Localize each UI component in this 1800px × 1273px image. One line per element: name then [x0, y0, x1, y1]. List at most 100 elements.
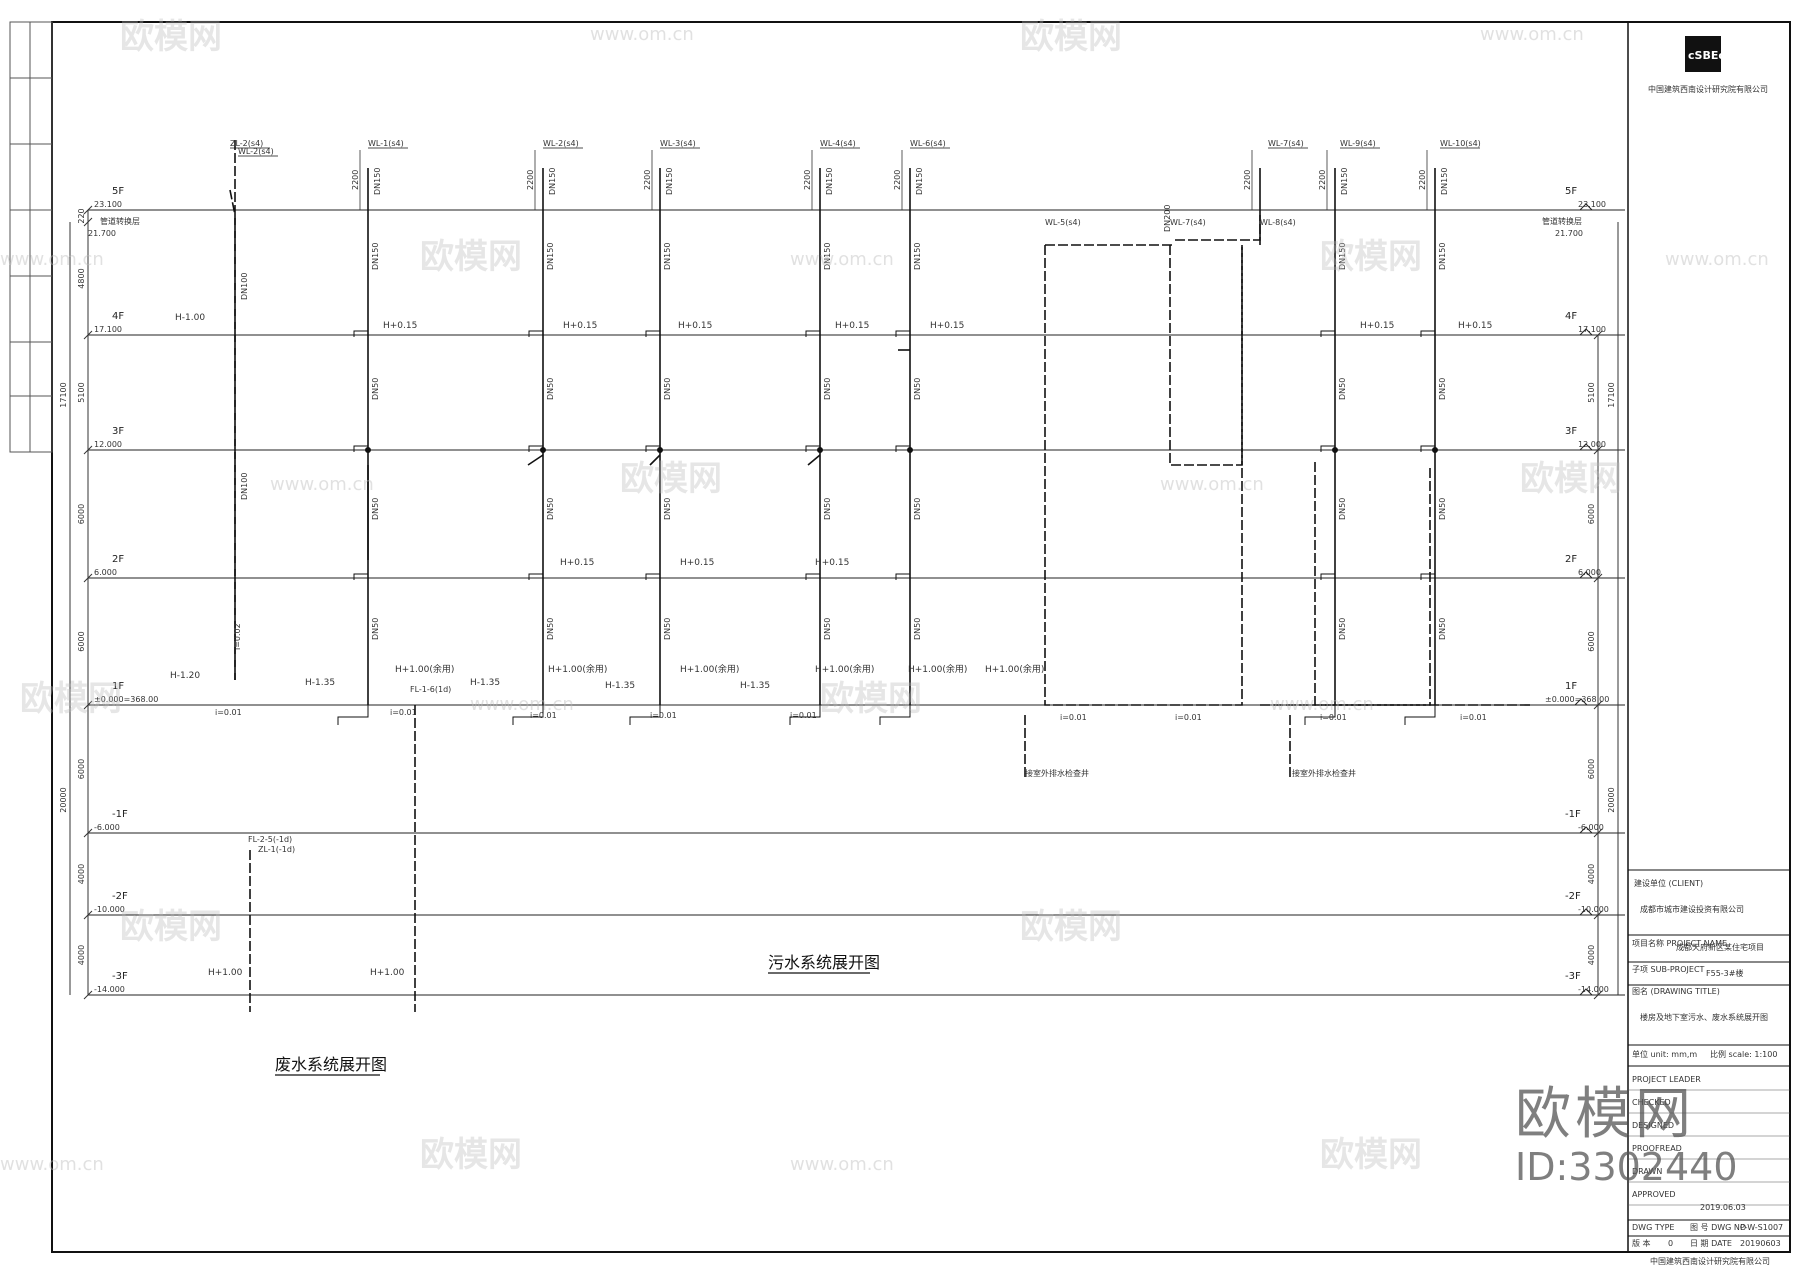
dn-label: DN150: [913, 243, 922, 270]
signature-rows: PROJECT LEADERCHECKEDDESIGNEDPROOFREADDR…: [1628, 1075, 1790, 1206]
dwg-no-value: P-W-S1007: [1740, 1223, 1783, 1232]
branch-stub: [645, 445, 660, 452]
url-watermark: www.om.cn: [590, 24, 694, 45]
outlet-pipe: [512, 705, 544, 725]
floor-elev-right: -6.000: [1578, 823, 1604, 832]
branch-stub: [895, 445, 910, 452]
url-watermark: www.om.cn: [1270, 694, 1374, 715]
version-value: 0: [1668, 1239, 1673, 1248]
url-watermark: www.om.cn: [1160, 474, 1264, 495]
pipe-tag: WL-9(s4): [1340, 139, 1376, 148]
branch-stub: [353, 445, 368, 452]
floor-elev-left: 6.000: [94, 568, 117, 577]
dn-label: DN50: [823, 378, 832, 400]
dim-tick: [83, 205, 93, 215]
dn-label: DN50: [823, 618, 832, 640]
branch-connections: [337, 330, 1438, 725]
dn-label: DN150: [546, 243, 555, 270]
roof-note-right-elev: 21.700: [1555, 229, 1583, 238]
brand-watermark: 欧模网: [120, 17, 222, 57]
offset-pipe: [649, 454, 661, 466]
floor-name-right: 5F: [1565, 186, 1577, 197]
h-elevation-label: H+1.00(余用): [985, 663, 1044, 675]
branch-stub: [528, 573, 543, 580]
drawing-title-value: 楼房及地下室污水、废水系统展开图: [1640, 1012, 1768, 1022]
floor-name-right: 4F: [1565, 311, 1577, 322]
h-elevation-label: H+0.15: [563, 321, 597, 331]
big-watermark-id: ID:3302440: [1515, 1145, 1738, 1189]
brand-watermark: 欧模网: [620, 459, 722, 499]
h-elevation-label: H+0.15: [678, 321, 712, 331]
role-label: CHECKED: [1632, 1098, 1671, 1107]
pipe-tag: ZL-2(s4): [230, 139, 263, 148]
dn-label: DN150: [1340, 168, 1349, 195]
company-logo-text: cSBEc: [1688, 49, 1725, 62]
dim-text: 6000: [1587, 631, 1596, 651]
project-value: 成都天府新区某住宅项目: [1676, 942, 1764, 952]
slope-label: i=0.01: [650, 711, 677, 720]
h-elevation-label: H+1.00: [370, 968, 405, 978]
floor-name-right: -1F: [1565, 809, 1581, 820]
branch-stub: [895, 330, 910, 337]
dim-tick: [83, 990, 93, 1000]
dn-label: DN50: [546, 378, 555, 400]
dim-text: 4800: [77, 268, 86, 288]
vent-height: 2200: [803, 170, 812, 190]
pipe-tag: WL-7(s4): [1268, 139, 1304, 148]
floor-name-left: -2F: [112, 891, 128, 902]
dim-tick: [83, 573, 93, 583]
dn-label: DN100: [240, 473, 249, 500]
slope-label: i=0.01: [1460, 713, 1487, 722]
pipe-tag: WL-3(s4): [660, 139, 696, 148]
url-watermark: www.om.cn: [1665, 249, 1769, 270]
binding-strip: [9, 21, 53, 453]
url-watermark: www.om.cn: [0, 1154, 104, 1175]
dim-text: 4000: [77, 945, 86, 965]
branch-stub: [1420, 573, 1435, 580]
floor-elev-right: ±0.000=368.00: [1545, 695, 1609, 704]
dn-label: DN150: [1440, 168, 1449, 195]
dim-tick: [83, 828, 93, 838]
client-value: 成都市城市建设投资有限公司: [1640, 904, 1744, 914]
floor-name-right: -3F: [1565, 971, 1581, 982]
floor-name-left: -1F: [112, 809, 128, 820]
floor-elev-right: -14.000: [1578, 985, 1609, 994]
h-elevation-label: H+0.15: [383, 321, 417, 331]
floor-name-right: 1F: [1565, 681, 1577, 692]
dwg-type-label: DWG TYPE: [1632, 1223, 1674, 1232]
floor-name-left: -3F: [112, 971, 128, 982]
url-watermark: www.om.cn: [790, 249, 894, 270]
floor-elev-right: 23.100: [1578, 200, 1606, 209]
h-elevation-label: H+0.15: [1360, 321, 1394, 331]
h-elevation-label: H-1.35: [305, 678, 335, 688]
floor-elev-left: -14.000: [94, 985, 125, 994]
h-elevation-label: H+1.00(余用): [680, 663, 739, 675]
sub-project-label: 子项 SUB-PROJECT: [1632, 965, 1705, 974]
big-watermark-name: 欧模网: [1515, 1082, 1695, 1147]
branch-stub: [1420, 445, 1435, 452]
dn-label: DN100: [240, 273, 249, 300]
dim-tick: [83, 217, 93, 227]
dim-text: 4000: [77, 864, 86, 884]
dim-tick: [83, 910, 93, 920]
pipe-tag-mid: WL-5(s4): [1045, 218, 1081, 227]
collector-pipes: [229, 189, 1530, 1012]
unit-label: 单位 unit: mm,m: [1632, 1049, 1697, 1059]
dim-text: 5100: [77, 382, 86, 402]
pipe-tag: WL-2(s4): [238, 147, 274, 156]
dn-label: DN150: [1438, 243, 1447, 270]
outlet-pipe: [879, 705, 911, 725]
dim-total-text: 20000: [1607, 787, 1616, 812]
brand-watermark: 欧模网: [1020, 17, 1122, 57]
branch-stub: [645, 573, 660, 580]
dn-label: DN150: [915, 168, 924, 195]
dn-label: DN50: [913, 618, 922, 640]
slope-label: i=0.01: [790, 711, 817, 720]
outlet-note-2: 接室外排水检查井: [1292, 768, 1356, 778]
branch-stub: [528, 330, 543, 337]
sub-project-value: F55-3#楼: [1706, 968, 1743, 978]
brand-watermark: 欧模网: [20, 679, 122, 719]
outlet-pipe: [789, 705, 821, 725]
dn-label: DN50: [1438, 498, 1447, 520]
